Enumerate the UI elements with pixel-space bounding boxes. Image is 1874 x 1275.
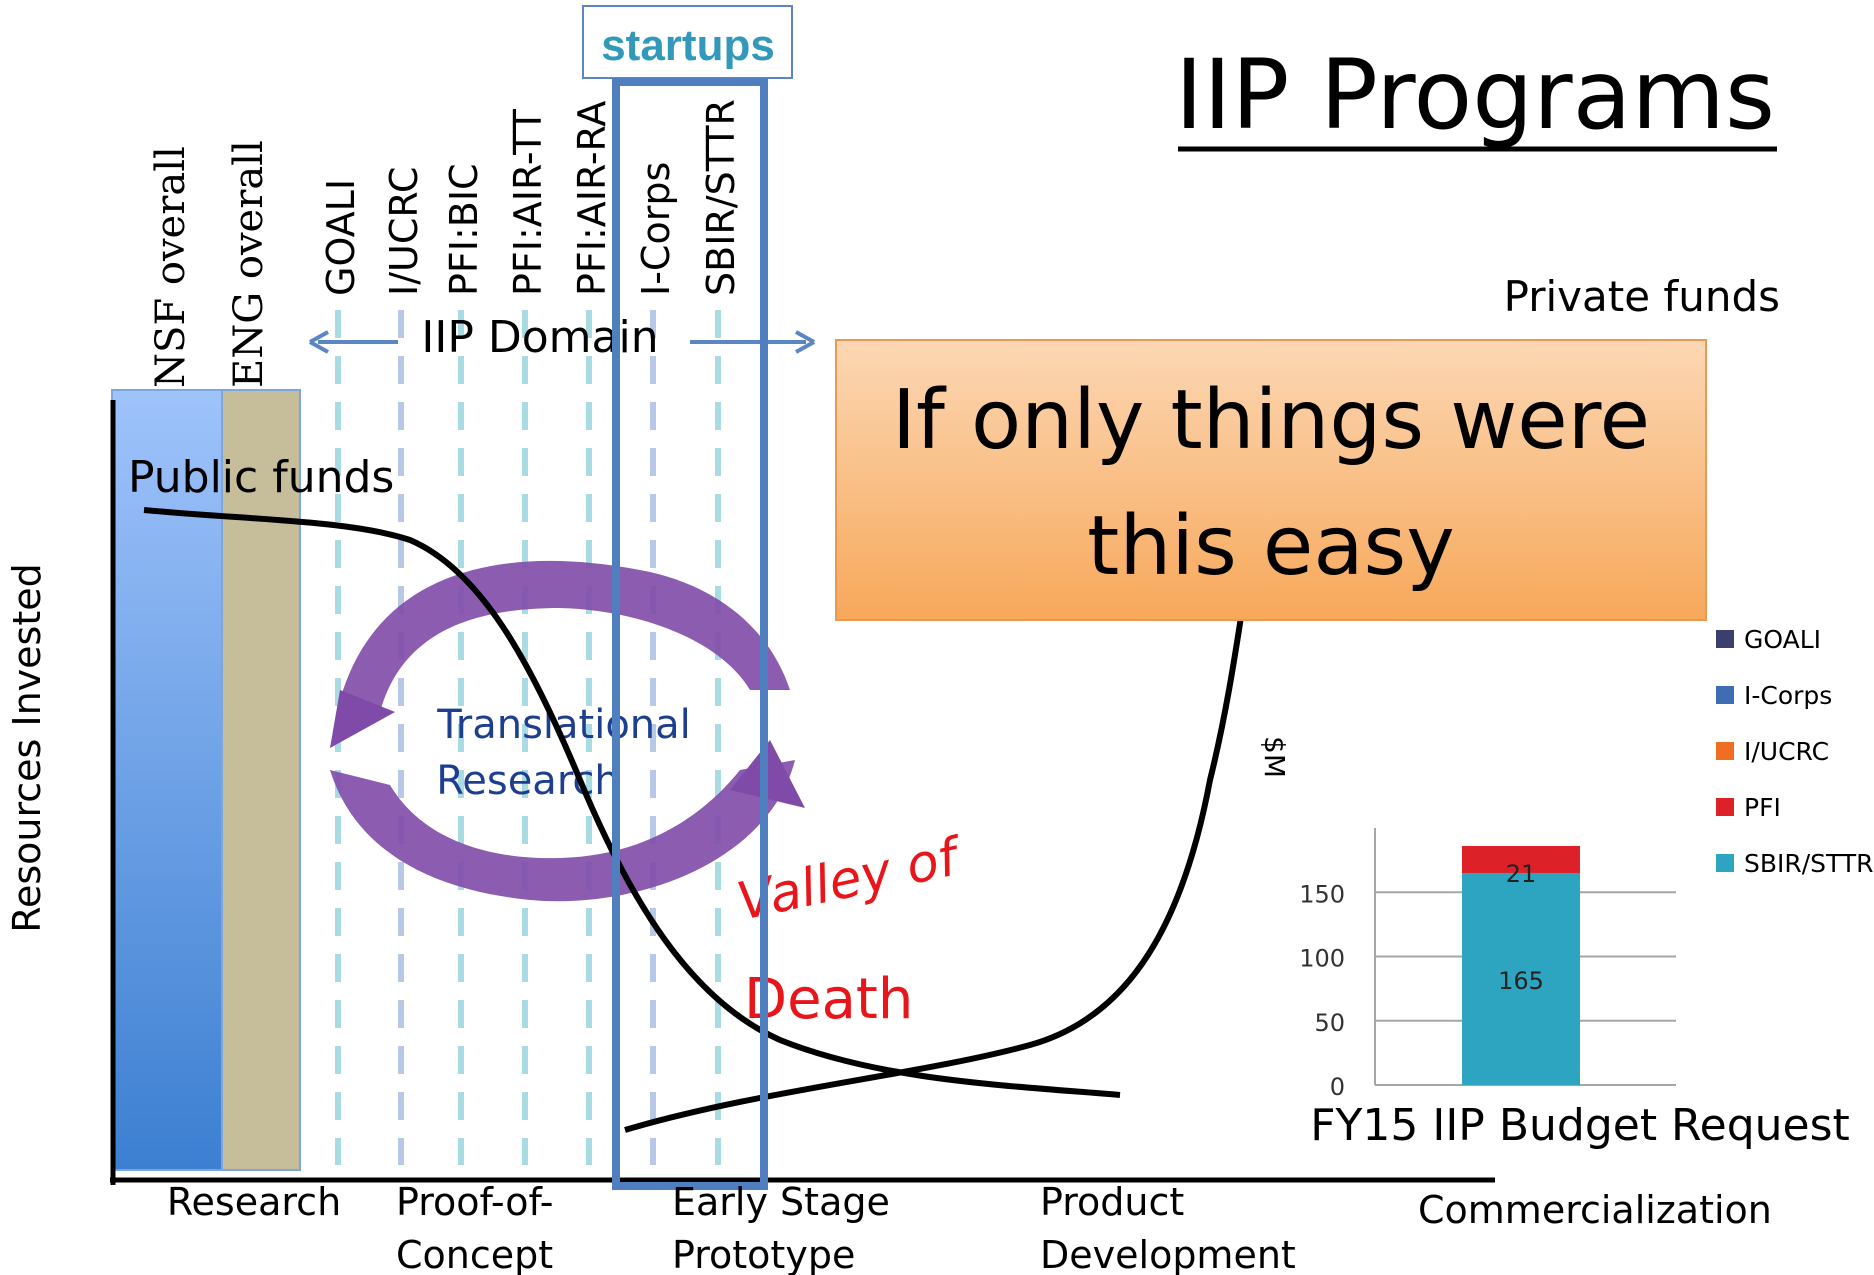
program-label-0: GOALI <box>319 179 363 296</box>
program-label-6: SBIR/STTR <box>699 99 743 296</box>
chart-y-label: $M <box>1258 736 1291 778</box>
iip-domain-label: IIP Domain <box>421 312 658 363</box>
program-dashed-lines <box>335 310 721 1165</box>
nsf-overall-bar <box>111 389 225 1171</box>
stage-label-0: Research <box>167 1180 341 1224</box>
legend-label: SBIR/STTR <box>1744 849 1874 878</box>
iip-domain-arrowhead-left <box>309 330 329 354</box>
stage-label-1: Proof-of- <box>396 1180 554 1224</box>
program-label-5: I-Corps <box>634 162 678 296</box>
program-labels: GOALI I/UCRC PFI:BIC PFI:AIR-TT PFI:AIR-RA I-… <box>319 99 743 296</box>
stage-label-3: Product <box>1040 1180 1184 1224</box>
iip-domain-arrowhead-right <box>795 330 815 354</box>
legend-label: I/UCRC <box>1744 737 1829 766</box>
private-funds-curve <box>624 559 1253 1133</box>
legend-swatch <box>1716 686 1734 704</box>
y-tick-label: 50 <box>1314 1009 1345 1037</box>
valley-label-2: Death <box>744 967 913 1032</box>
public-funds-label: Public funds <box>128 452 394 503</box>
eng-overall-label: ENG overall <box>226 140 272 388</box>
legend-swatch <box>1716 798 1734 816</box>
eng-overall-bar <box>221 389 301 1171</box>
callout-line-1: If only things were <box>892 373 1650 468</box>
nsf-overall-label: NSF overall <box>148 146 194 388</box>
callout-line-2: this easy <box>1087 499 1455 594</box>
stage-labels: Research Proof-of- Concept Early StageProto… <box>167 1180 1772 1275</box>
chart-title: FY15 IIP Budget Request <box>1310 1100 1850 1151</box>
stage-label-1: Concept <box>396 1233 553 1275</box>
page-title: IIP Programs <box>1175 39 1775 151</box>
stage-label-3: Development <box>1040 1233 1296 1275</box>
legend-swatch <box>1716 630 1734 648</box>
y-tick-label: 100 <box>1299 945 1345 973</box>
stage-label-2: Prototype <box>672 1233 855 1275</box>
translational-arrowhead-left <box>330 690 395 748</box>
program-label-4: PFI:AIR-RA <box>570 101 614 296</box>
legend-label: I-Corps <box>1744 681 1832 710</box>
program-label-1: I/UCRC <box>382 167 426 296</box>
program-label-2: PFI:BIC <box>442 163 486 296</box>
callout-box <box>835 339 1707 621</box>
legend-swatch <box>1716 742 1734 760</box>
translational-arrow-top <box>340 560 790 712</box>
legend-label: PFI <box>1744 793 1781 822</box>
translational-label-2: Research <box>436 758 619 804</box>
bar-data-label: 21 <box>1506 860 1537 888</box>
legend-swatch <box>1716 854 1734 872</box>
legend-label: GOALI <box>1744 625 1821 654</box>
startups-frame <box>612 78 768 1190</box>
stage-label-4: Commercialization <box>1418 1188 1772 1232</box>
public-funds-curve <box>143 507 1121 1098</box>
bar-data-label: 165 <box>1498 967 1544 995</box>
stage-label-2: Early Stage <box>672 1180 890 1224</box>
y-tick-label: 0 <box>1330 1073 1345 1101</box>
translational-arrow-bottom <box>330 760 795 902</box>
program-label-3: PFI:AIR-TT <box>506 108 550 296</box>
startups-label: startups <box>601 21 775 70</box>
private-funds-label: Private funds <box>1504 272 1780 321</box>
bar-segment-pfi <box>1462 845 1580 873</box>
y-tick-label: 150 <box>1299 880 1345 908</box>
y-axis-label: Resources Invested <box>5 563 49 933</box>
bar-segment-sbirsttr <box>1462 872 1580 1085</box>
